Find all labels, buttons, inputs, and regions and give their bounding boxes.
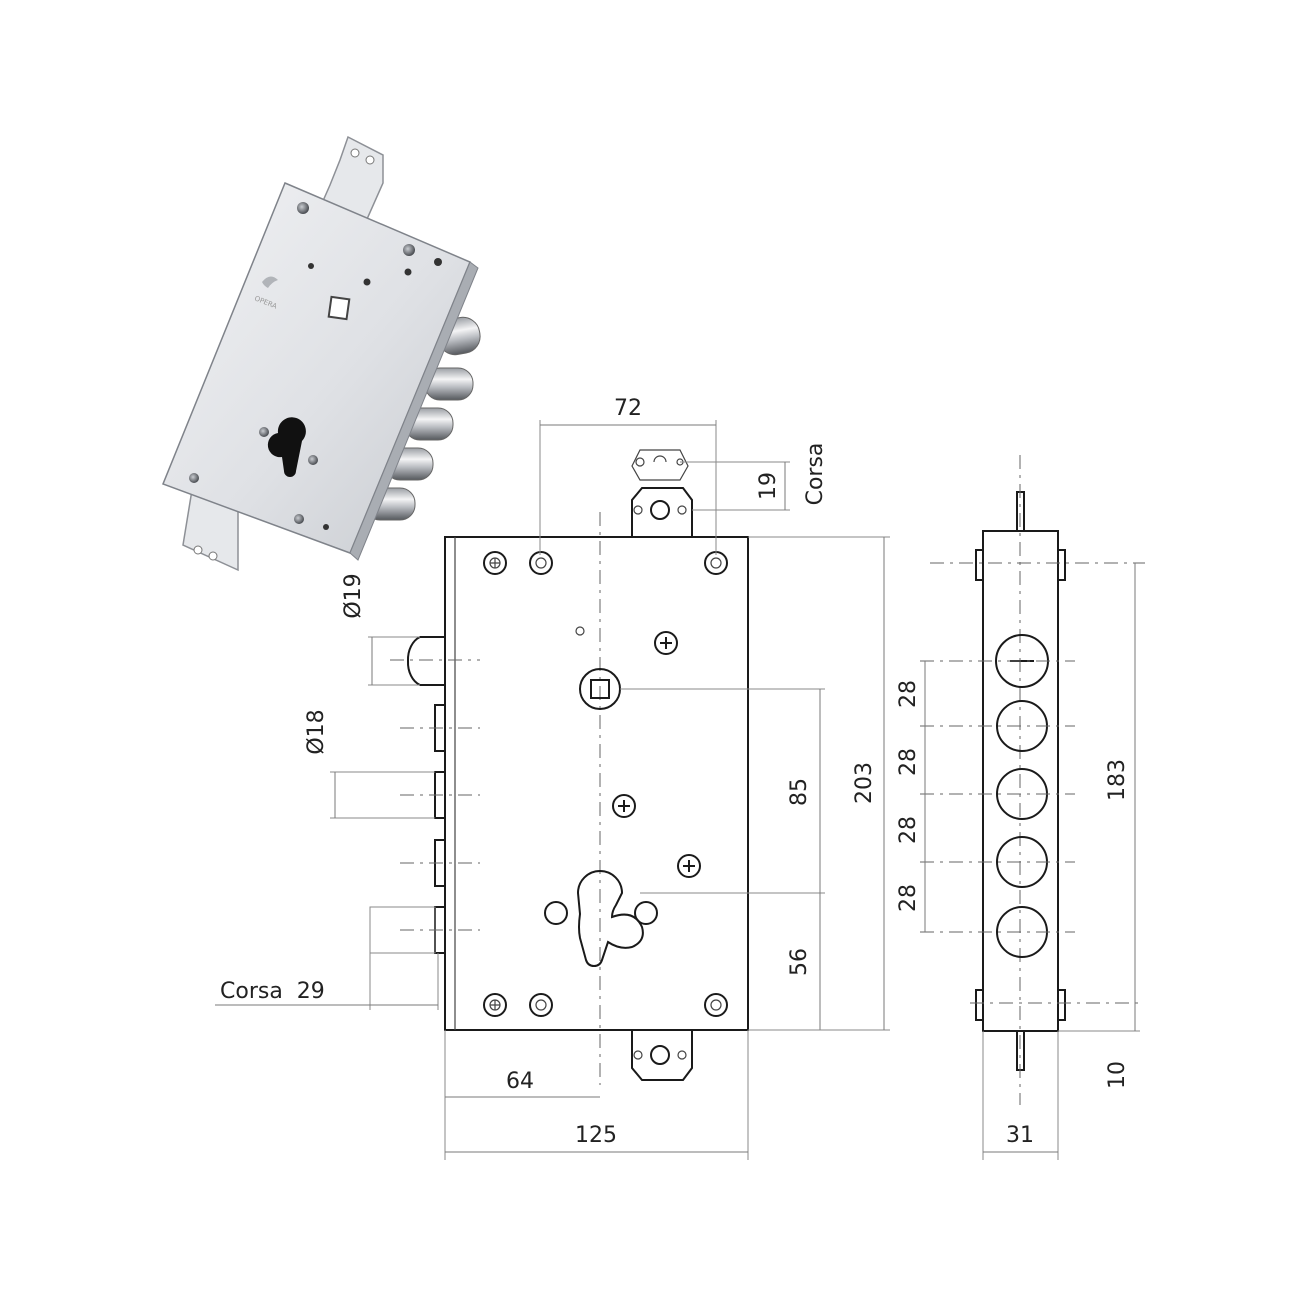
dim-bolt-diameter: Ø18	[304, 709, 329, 754]
dim-10: 10	[1105, 1061, 1130, 1089]
front-case-body	[444, 536, 749, 1031]
dim-64: 64	[506, 1069, 534, 1094]
dim-28-d: 28	[896, 884, 921, 912]
dimension-labels: 72 19 Corsa Ø19 Ø18 Corsa 29 85 56 203 2…	[220, 396, 1130, 1148]
front-cylinder-cutout	[544, 870, 658, 968]
dim-31: 31	[1006, 1123, 1034, 1148]
dim-183: 183	[1105, 759, 1130, 801]
render-spindle-hole	[327, 295, 351, 321]
dim-backset-72: 72	[614, 396, 642, 421]
side-bolt-holes	[995, 634, 1049, 958]
side-view	[920, 455, 1145, 1105]
dim-stroke-label: Corsa	[803, 443, 828, 506]
lock-product-render: OPERA	[162, 135, 481, 572]
dimension-lines	[215, 420, 1140, 1160]
dim-56: 56	[787, 948, 812, 976]
front-latch	[406, 636, 445, 686]
front-view	[369, 449, 749, 1085]
front-top-tab	[631, 487, 693, 537]
dim-28-c: 28	[896, 816, 921, 844]
dim-203: 203	[852, 762, 877, 804]
dim-stroke-value-19: 19	[756, 472, 781, 500]
dim-bolt-stroke: Corsa 29	[220, 979, 325, 1004]
render-case-plate	[162, 182, 471, 554]
front-bottom-tab	[631, 1030, 693, 1081]
dim-125: 125	[575, 1123, 617, 1148]
dim-85: 85	[787, 778, 812, 806]
dim-28-b: 28	[896, 748, 921, 776]
front-bolts	[369, 704, 446, 954]
dim-28-a: 28	[896, 680, 921, 708]
render-keyhole	[267, 417, 306, 477]
front-top-tab-hole	[650, 500, 670, 520]
dim-latch-diameter: Ø19	[341, 573, 366, 618]
